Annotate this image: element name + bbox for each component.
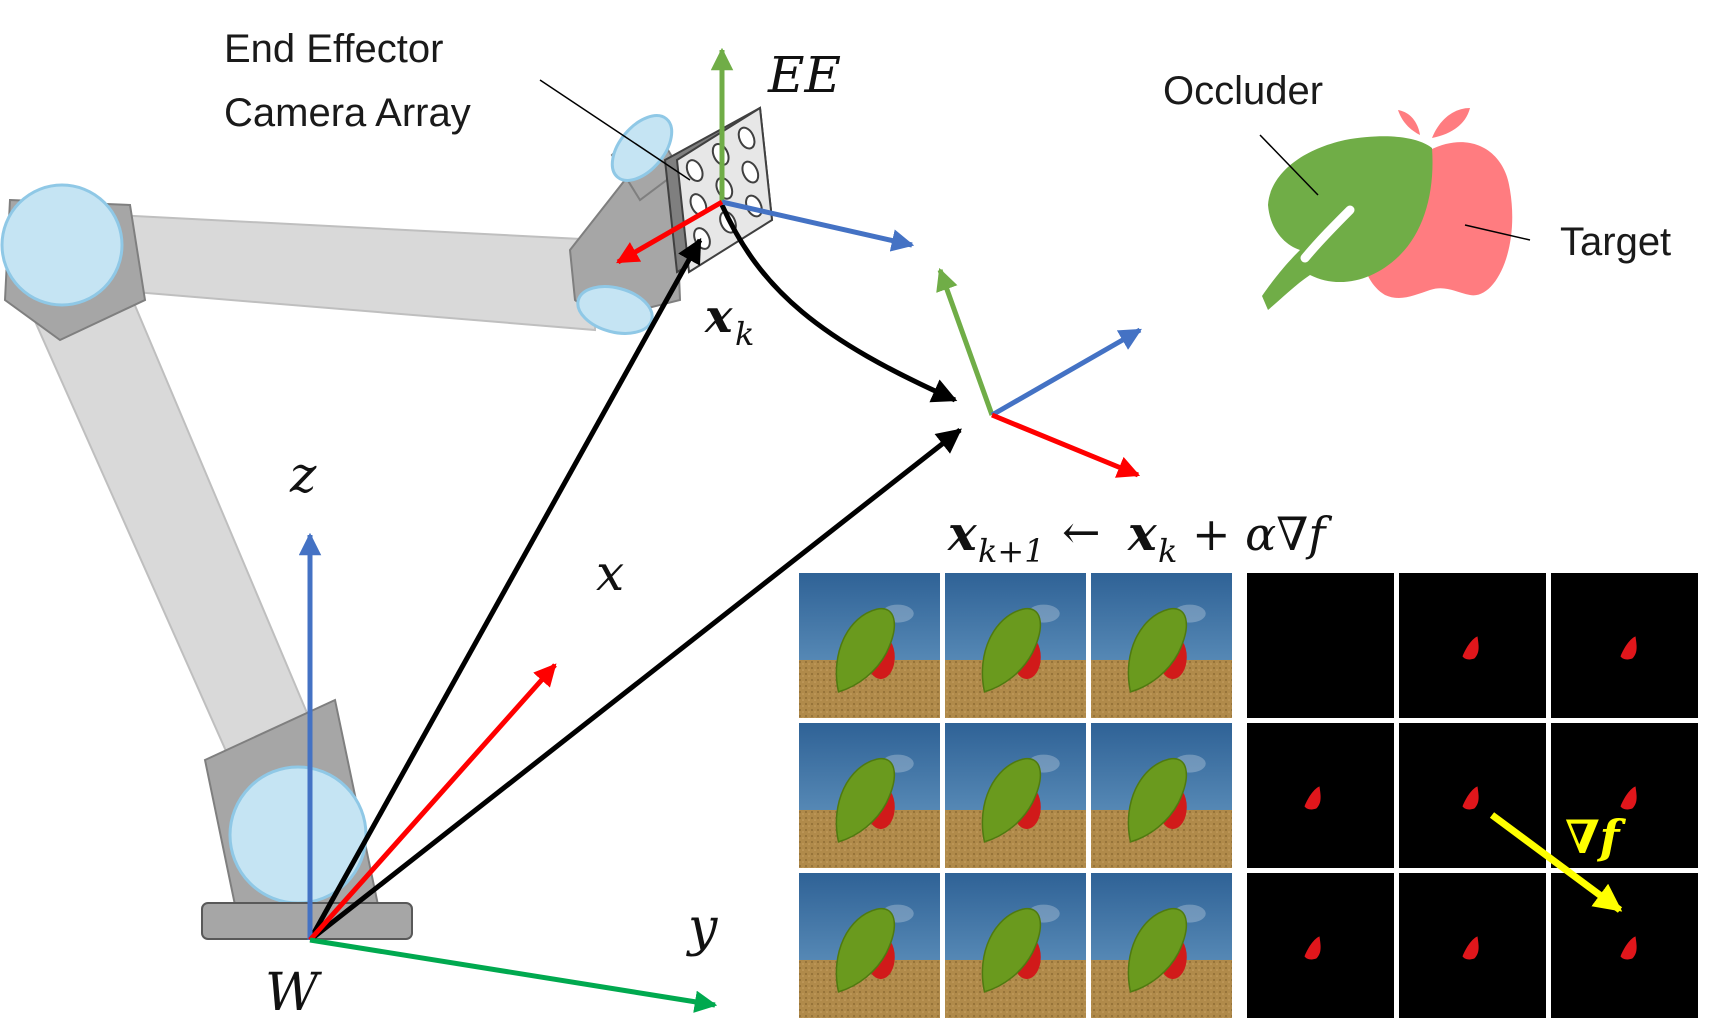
mask-thumbnail bbox=[1551, 873, 1698, 1018]
xk-label-sub: k bbox=[735, 315, 754, 353]
arrow-w-to-ee bbox=[307, 237, 703, 942]
gradient-arrow bbox=[1489, 812, 1623, 913]
camera-array-label-line2: Camera Array bbox=[224, 91, 471, 135]
ee-frame bbox=[616, 47, 915, 265]
target-red-axis bbox=[991, 412, 1141, 478]
robot-base-joint bbox=[228, 765, 368, 905]
w-label: W bbox=[265, 963, 322, 1023]
rgb-thumbnail bbox=[1091, 573, 1232, 718]
leaf-icon bbox=[1262, 136, 1433, 310]
robot-shoulder-joint bbox=[0, 183, 124, 307]
rgb-thumbnail bbox=[945, 573, 1086, 718]
mask-thumbnail bbox=[1551, 573, 1698, 718]
mask-blob bbox=[1620, 636, 1637, 660]
x-label: x bbox=[596, 544, 624, 602]
robot-arm bbox=[0, 114, 682, 940]
mask-blob bbox=[1462, 636, 1479, 660]
target-pose-frame bbox=[936, 267, 1142, 478]
camera-lens bbox=[737, 126, 756, 150]
mask-thumbnail bbox=[1399, 723, 1546, 868]
xk-label: x k bbox=[704, 289, 754, 353]
update-rhs-sub: k bbox=[1158, 532, 1177, 570]
robot-upper-link bbox=[108, 213, 602, 332]
mask-blob bbox=[1304, 786, 1321, 810]
world-frame bbox=[298, 532, 718, 1013]
update-rhs: x bbox=[1127, 506, 1158, 562]
rgb-thumbnail bbox=[799, 573, 940, 718]
robot-wrist-joint-bottom bbox=[576, 285, 654, 335]
camera-lens bbox=[685, 159, 704, 182]
target-up-axis bbox=[936, 267, 995, 416]
rgb-image-grid bbox=[799, 573, 1232, 1018]
gradient-label: ∇f bbox=[1565, 810, 1627, 864]
occluder-leader bbox=[1259, 134, 1319, 196]
mask-blob bbox=[1620, 936, 1637, 960]
update-lhs-sub: k+1 bbox=[978, 532, 1045, 570]
mask-blob bbox=[1304, 936, 1321, 960]
occluder-target-icon bbox=[1259, 108, 1531, 310]
mask-thumbnail bbox=[1551, 723, 1698, 868]
world-x-axis bbox=[308, 663, 557, 942]
camera-array-leader bbox=[539, 79, 691, 181]
camera-lens bbox=[741, 160, 760, 184]
target-blue-axis bbox=[990, 327, 1142, 418]
camera-array bbox=[663, 106, 774, 274]
xk-label-symbol: x bbox=[704, 289, 733, 343]
rgb-thumbnail bbox=[1091, 723, 1232, 868]
mask-blob bbox=[1620, 786, 1637, 810]
mask-thumbnail bbox=[1247, 873, 1394, 1018]
mask-thumbnail bbox=[1399, 873, 1546, 1018]
target-label: Target bbox=[1560, 220, 1671, 264]
mask-thumbnail bbox=[1247, 723, 1394, 868]
y-label: y bbox=[686, 898, 718, 958]
mask-image-grid bbox=[1247, 573, 1698, 1018]
update-arrow: ← bbox=[1062, 505, 1101, 559]
trajectory-arrows bbox=[307, 203, 962, 942]
arrow-w-to-target-pose bbox=[308, 428, 962, 942]
rgb-thumbnail bbox=[799, 873, 940, 1018]
ee-blue-axis bbox=[721, 199, 915, 252]
world-y-axis bbox=[309, 937, 718, 1013]
occluder-label: Occluder bbox=[1163, 69, 1323, 113]
rgb-thumbnail bbox=[1091, 873, 1232, 1018]
z-label: z bbox=[289, 446, 317, 504]
rgb-thumbnail bbox=[945, 873, 1086, 1018]
mask-thumbnail bbox=[1399, 573, 1546, 718]
robot-base-plate bbox=[201, 902, 413, 940]
update-tail: + α∇f bbox=[1192, 507, 1332, 561]
ee-red-axis bbox=[616, 199, 724, 265]
arrow-ee-to-target-pose bbox=[719, 203, 958, 403]
mask-thumbnail bbox=[1247, 573, 1394, 718]
camera-array-label-line1: End Effector bbox=[224, 27, 443, 71]
robot-lower-link bbox=[28, 268, 312, 762]
rgb-thumbnail bbox=[945, 723, 1086, 868]
target-leader bbox=[1464, 224, 1531, 241]
update-equation: x k+1 ← x k + α∇f bbox=[947, 505, 1332, 570]
mask-blob bbox=[1462, 936, 1479, 960]
update-lhs: x bbox=[947, 506, 978, 562]
rgb-thumbnail bbox=[799, 723, 940, 868]
ee-label: EE bbox=[767, 46, 841, 104]
mask-blob bbox=[1462, 786, 1479, 810]
